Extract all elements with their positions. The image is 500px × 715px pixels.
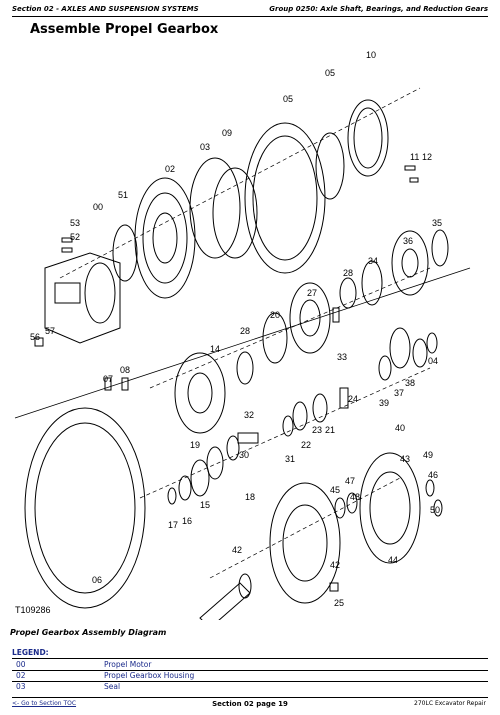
legend-code: 02	[16, 671, 26, 680]
callout-43: 43	[400, 454, 410, 464]
callout-57: 57	[45, 326, 55, 336]
section-toc-link[interactable]: <- Go to Section TOC	[12, 700, 77, 707]
legend-rule	[12, 670, 488, 671]
group-title: Group 0250: Axle Shaft, Bearings, and Re…	[269, 5, 488, 13]
callout-52: 52	[70, 232, 80, 242]
callout-42: 42	[232, 545, 242, 555]
callout-28-lower: 28	[240, 326, 250, 336]
callout-46: 46	[428, 470, 438, 480]
diagram-caption: Propel Gearbox Assembly Diagram	[10, 628, 167, 637]
callout-23: 23	[312, 425, 322, 435]
callout-10: 10	[366, 50, 376, 60]
callout-30: 30	[239, 450, 249, 460]
callout-05-upper: 05	[325, 68, 335, 78]
callout-00: 00	[93, 202, 103, 212]
callout-45: 45	[330, 485, 340, 495]
callout-14: 14	[210, 344, 220, 354]
callout-17: 17	[168, 520, 178, 530]
callout-56: 56	[30, 332, 40, 342]
callout-40: 40	[395, 423, 405, 433]
callout-26: 42	[330, 560, 340, 570]
footer-rule	[12, 697, 488, 698]
callout-19: 19	[190, 440, 200, 450]
callout-04: 04	[428, 356, 438, 366]
part-10-cover	[347, 99, 389, 177]
callout-16: 16	[182, 516, 192, 526]
page-header: Section 02 - AXLES AND SUSPENSION SYSTEM…	[0, 0, 500, 18]
callout-06: 06	[92, 575, 102, 585]
callout-07: 07	[103, 374, 113, 384]
legend-row: 00 Propel Motor	[12, 659, 488, 670]
legend-rule	[12, 681, 488, 682]
callout-05: 05	[283, 94, 293, 104]
callout-20: 20	[270, 310, 280, 320]
callout-33: 33	[337, 352, 347, 362]
callout-15: 15	[200, 500, 210, 510]
legend-desc: Propel Motor	[104, 660, 152, 669]
callout-50: 50	[430, 505, 440, 515]
callout-51: 51	[118, 190, 128, 200]
callout-21: 21	[325, 425, 335, 435]
section-title: Section 02 - AXLES AND SUSPENSION SYSTEM…	[12, 5, 199, 13]
callout-49: 49	[423, 450, 433, 460]
callout-44: 44	[388, 555, 398, 565]
legend-code: 00	[16, 660, 26, 669]
callout-22: 22	[301, 440, 311, 450]
callout-35: 35	[432, 218, 442, 228]
callout-38: 38	[405, 378, 415, 388]
exploded-parts-diagram: 10 05 05 09 03 02 51 00 53 52 11 12 35 3…	[14, 50, 471, 620]
callout-12: 12	[422, 152, 432, 162]
callout-53: 53	[70, 218, 80, 228]
header-rule	[12, 16, 488, 17]
callout-24: 24	[348, 394, 358, 404]
page-title: Assemble Propel Gearbox	[30, 22, 219, 37]
callout-25: 25	[334, 598, 344, 608]
callout-32: 32	[244, 410, 254, 420]
figure-id: T109286	[15, 605, 51, 615]
callout-37: 37	[394, 388, 404, 398]
callout-31: 31	[285, 454, 295, 464]
callout-08: 08	[120, 365, 130, 375]
manual-title: 270LC Excavator Repair	[414, 700, 486, 707]
legend-title: LEGEND:	[12, 648, 49, 657]
callout-48: 48	[350, 492, 360, 502]
callout-28: 28	[343, 268, 353, 278]
legend-row: 03 Seal	[12, 681, 488, 692]
callout-18: 18	[245, 492, 255, 502]
legend-desc: Seal	[104, 682, 121, 691]
callout-47: 47	[345, 476, 355, 486]
callout-11: 11	[410, 152, 419, 162]
callout-27: 27	[307, 288, 317, 298]
page-number: Section 02 page 19	[212, 700, 288, 708]
callout-02: 02	[165, 164, 175, 174]
legend-desc: Propel Gearbox Housing	[104, 671, 195, 680]
callout-39: 39	[379, 398, 389, 408]
callout-03: 03	[200, 142, 210, 152]
legend-code: 03	[16, 682, 26, 691]
legend-rule	[12, 658, 488, 659]
legend-row: 02 Propel Gearbox Housing	[12, 670, 488, 681]
callout-36: 36	[403, 236, 413, 246]
callout-34: 34	[368, 256, 378, 266]
callout-09: 09	[222, 128, 232, 138]
